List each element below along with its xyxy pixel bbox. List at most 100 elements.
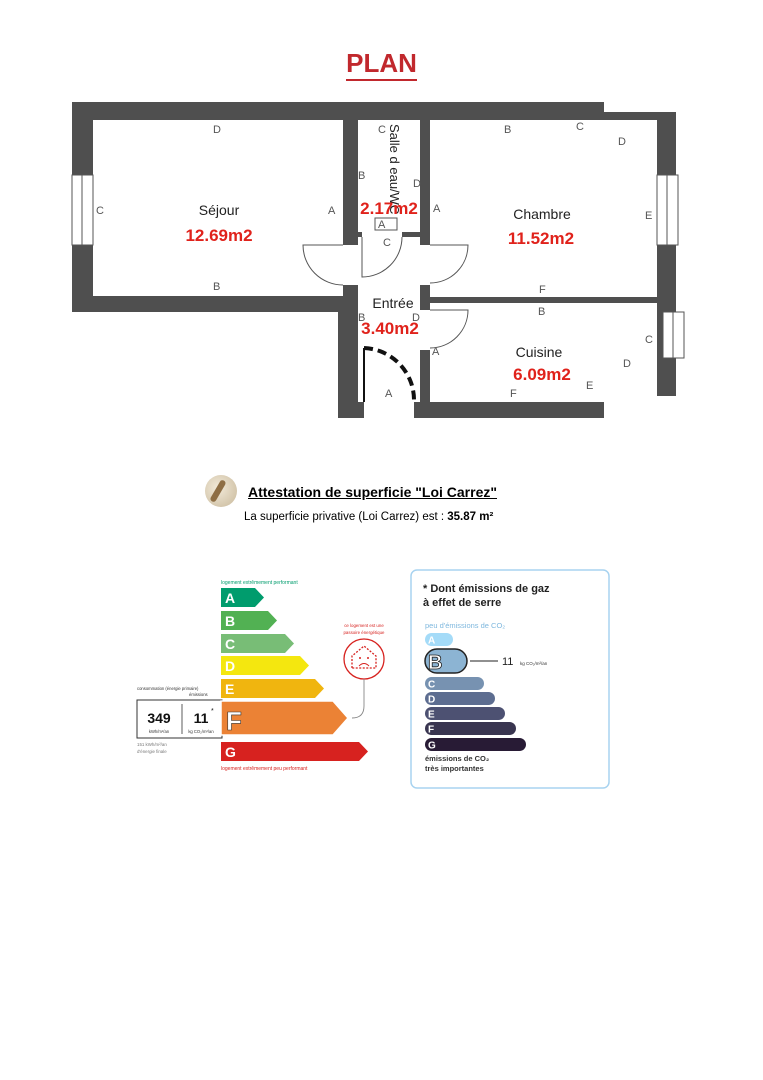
dpe-emissions-sup: * bbox=[211, 708, 214, 715]
dpe-label: logement extrêmement performant logement… bbox=[136, 580, 385, 772]
ges-class-letter: D bbox=[428, 695, 435, 706]
entree-floor bbox=[358, 237, 420, 402]
wall-entree-left bbox=[338, 296, 358, 418]
dpe-class-bar-d bbox=[221, 656, 309, 675]
ges-unit: kg CO₂/m²/an bbox=[520, 661, 548, 666]
page-title: PLAN bbox=[0, 48, 763, 81]
dpe-class-bar-f bbox=[220, 700, 350, 736]
ges-class-bar-d bbox=[425, 692, 495, 705]
passoire-face-eye bbox=[367, 657, 369, 659]
room-area-chambre: 11.52m2 bbox=[508, 229, 574, 248]
ges-class-bar-g bbox=[425, 738, 526, 751]
dpe-class-bar-e bbox=[221, 679, 324, 698]
page-title-text: PLAN bbox=[346, 48, 417, 81]
dpe-emissions-label: émissions bbox=[189, 692, 208, 697]
attestation-text: La superficie privative (Loi Carrez) est… bbox=[244, 511, 445, 523]
dpe-class-letter: D bbox=[225, 658, 235, 674]
dpe-class-letter: A bbox=[225, 590, 235, 606]
dpe-passoire-note-1: ce logement est une bbox=[344, 623, 384, 628]
dpe-class-bar-a bbox=[221, 588, 264, 607]
cuisine-floor bbox=[430, 303, 657, 402]
door-sejour-opening bbox=[343, 245, 358, 285]
dpe-class-bar-c bbox=[221, 634, 294, 653]
ges-bottom-caption-2: très importantes bbox=[425, 764, 484, 773]
wall-letter: B bbox=[358, 170, 365, 182]
dpe-class-letter: B bbox=[225, 613, 235, 629]
dpe-values-box bbox=[136, 699, 223, 739]
dpe-consumption-label: consommation (énergie primaire) bbox=[137, 686, 199, 691]
dpe-passoire-note-2: passoire énergétique bbox=[343, 630, 385, 635]
wall-letters: D C A B C B D A C B C D A E F B C D E F … bbox=[96, 121, 653, 400]
dpe-class-letter: G bbox=[225, 744, 236, 760]
dpe-bottom-caption: logement extrêmement peu performant bbox=[221, 766, 308, 772]
room-area-sejour: 12.69m2 bbox=[185, 226, 252, 245]
ges-class-letter: E bbox=[428, 710, 435, 721]
room-name-sdb: Salle d eau/WC bbox=[387, 124, 402, 214]
passoire-face-eye bbox=[359, 657, 361, 659]
attestation-value: 35.87 m² bbox=[447, 511, 494, 523]
door-chambre-opening bbox=[420, 245, 430, 285]
wall-letter: A bbox=[433, 203, 441, 215]
door-swing-sdb bbox=[361, 236, 403, 278]
dpe-class-letter: E bbox=[225, 681, 234, 697]
sejour-floor bbox=[93, 120, 343, 296]
wall-letter: A bbox=[378, 219, 386, 231]
door-swing-chambre bbox=[429, 244, 469, 284]
ges-class-bar-b bbox=[424, 648, 468, 674]
dpe-top-caption: logement extrêmement performant bbox=[221, 580, 298, 586]
dpe-class-bar-g bbox=[221, 742, 368, 761]
dpe-consumption-unit: kWh/m²/an bbox=[149, 729, 170, 734]
room-area-entree: 3.40m2 bbox=[361, 319, 419, 338]
door-entrance-opening bbox=[364, 402, 414, 418]
wall-letter: B bbox=[538, 306, 545, 318]
wall-letter: B bbox=[504, 124, 511, 136]
room-labels: Séjour 12.69m2 Salle d eau/WC 2.17m2 Cha… bbox=[185, 124, 574, 384]
room-name-cuisine: Cuisine bbox=[516, 344, 563, 360]
dpe-final-energy: 151 kWh/m²/an bbox=[137, 742, 167, 747]
room-area-cuisine: 6.09m2 bbox=[513, 365, 571, 384]
wall-letter: A bbox=[432, 346, 440, 358]
sdb-floor bbox=[358, 120, 420, 232]
wall-letter: C bbox=[576, 121, 584, 133]
passoire-house-icon bbox=[343, 638, 385, 680]
passoire-house-shape bbox=[351, 645, 377, 669]
wall-letter: E bbox=[586, 380, 593, 392]
passoire-connector bbox=[351, 679, 365, 719]
ges-label: * Dont émissions de gaz à effet de serre… bbox=[410, 569, 610, 789]
attestation-text-line: La superficie privative (Loi Carrez) est… bbox=[244, 511, 493, 523]
ges-class-bar-e bbox=[425, 707, 505, 720]
ges-value: 11 bbox=[502, 656, 513, 668]
ges-class-bar-a bbox=[425, 633, 453, 646]
wall-letter: B bbox=[213, 281, 220, 293]
wall-letter: A bbox=[385, 388, 393, 400]
ges-class-bar-c bbox=[425, 677, 484, 690]
ges-heading-1: * Dont émissions de gaz bbox=[423, 583, 550, 595]
wall-letter: C bbox=[645, 334, 653, 346]
sdb-fixture bbox=[374, 217, 398, 231]
dpe-class-letter: F bbox=[226, 706, 242, 736]
wall-letter: B bbox=[358, 312, 365, 324]
wall-letter: E bbox=[645, 210, 652, 222]
room-name-sejour: Séjour bbox=[199, 202, 240, 218]
chambre-floor bbox=[430, 120, 657, 297]
door-cuisine-opening bbox=[420, 310, 430, 350]
room-area-sdb: 2.17m2 bbox=[360, 199, 418, 218]
dpe-emissions-unit: kg CO₂/m²/an bbox=[188, 729, 214, 734]
wall-letter: C bbox=[96, 205, 104, 217]
ges-class-letter: A bbox=[428, 636, 435, 647]
ges-class-letter: G bbox=[428, 741, 436, 752]
ges-class-letter: C bbox=[428, 680, 435, 691]
door-swing-sejour bbox=[302, 244, 344, 286]
wall-letter: D bbox=[618, 136, 626, 148]
door-sdb-opening bbox=[362, 232, 402, 237]
ges-class-bar-f bbox=[425, 722, 516, 735]
dpe-consumption-value: 349 bbox=[147, 710, 171, 726]
wall-letter: A bbox=[328, 205, 336, 217]
door-swing-entrance bbox=[363, 346, 416, 401]
wall-letter: D bbox=[213, 124, 221, 136]
door-swing-cuisine bbox=[429, 309, 469, 349]
dpe-final-energy-label: d'énergie finale bbox=[137, 749, 167, 754]
wall-letter: D bbox=[623, 358, 631, 370]
wall-letter: C bbox=[378, 124, 386, 136]
